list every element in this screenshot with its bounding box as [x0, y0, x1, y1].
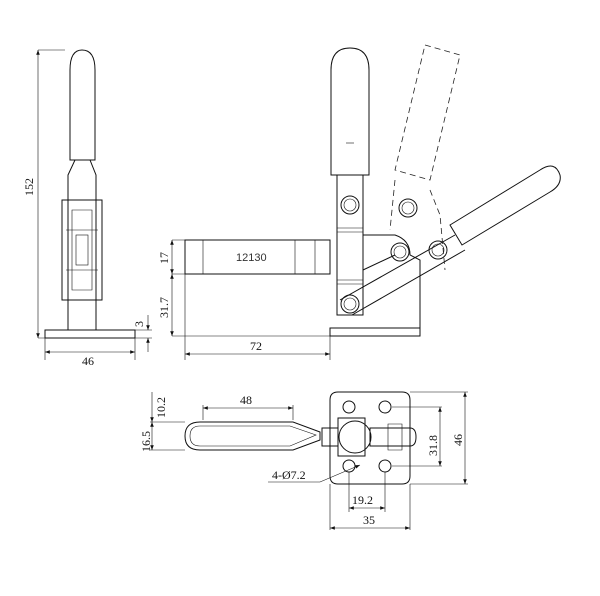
- dim-handle-width-top: 10.2: [154, 397, 168, 418]
- dim-handle-length: 48: [240, 393, 252, 407]
- front-view: 12130 17 31.7 72: [157, 44, 561, 360]
- dim-overall-length: 72: [250, 339, 262, 353]
- dim-mounting-holes: 4-Ø7.2: [272, 468, 306, 482]
- dim-handle-grip-width: 16.5: [139, 431, 153, 452]
- dim-overall-height: 152: [22, 178, 36, 196]
- dim-hole-spacing-horizontal: 19.2: [352, 493, 373, 507]
- dim-hole-spacing-vertical: 31.8: [426, 435, 440, 456]
- dim-spindle-height: 17: [157, 252, 171, 264]
- model-label: 12130: [236, 252, 267, 264]
- dim-plate-height: 46: [451, 434, 465, 446]
- side-view: 152 46 3: [22, 49, 152, 368]
- dim-side-base-width: 46: [82, 354, 94, 368]
- dim-base-thickness: 3: [132, 321, 146, 327]
- top-view: 10.2 16.5 48 4-Ø7.2 31.8 46 19.2 35: [139, 391, 468, 530]
- dim-plate-width: 35: [363, 513, 375, 527]
- dim-base-to-spindle: 31.7: [157, 297, 171, 318]
